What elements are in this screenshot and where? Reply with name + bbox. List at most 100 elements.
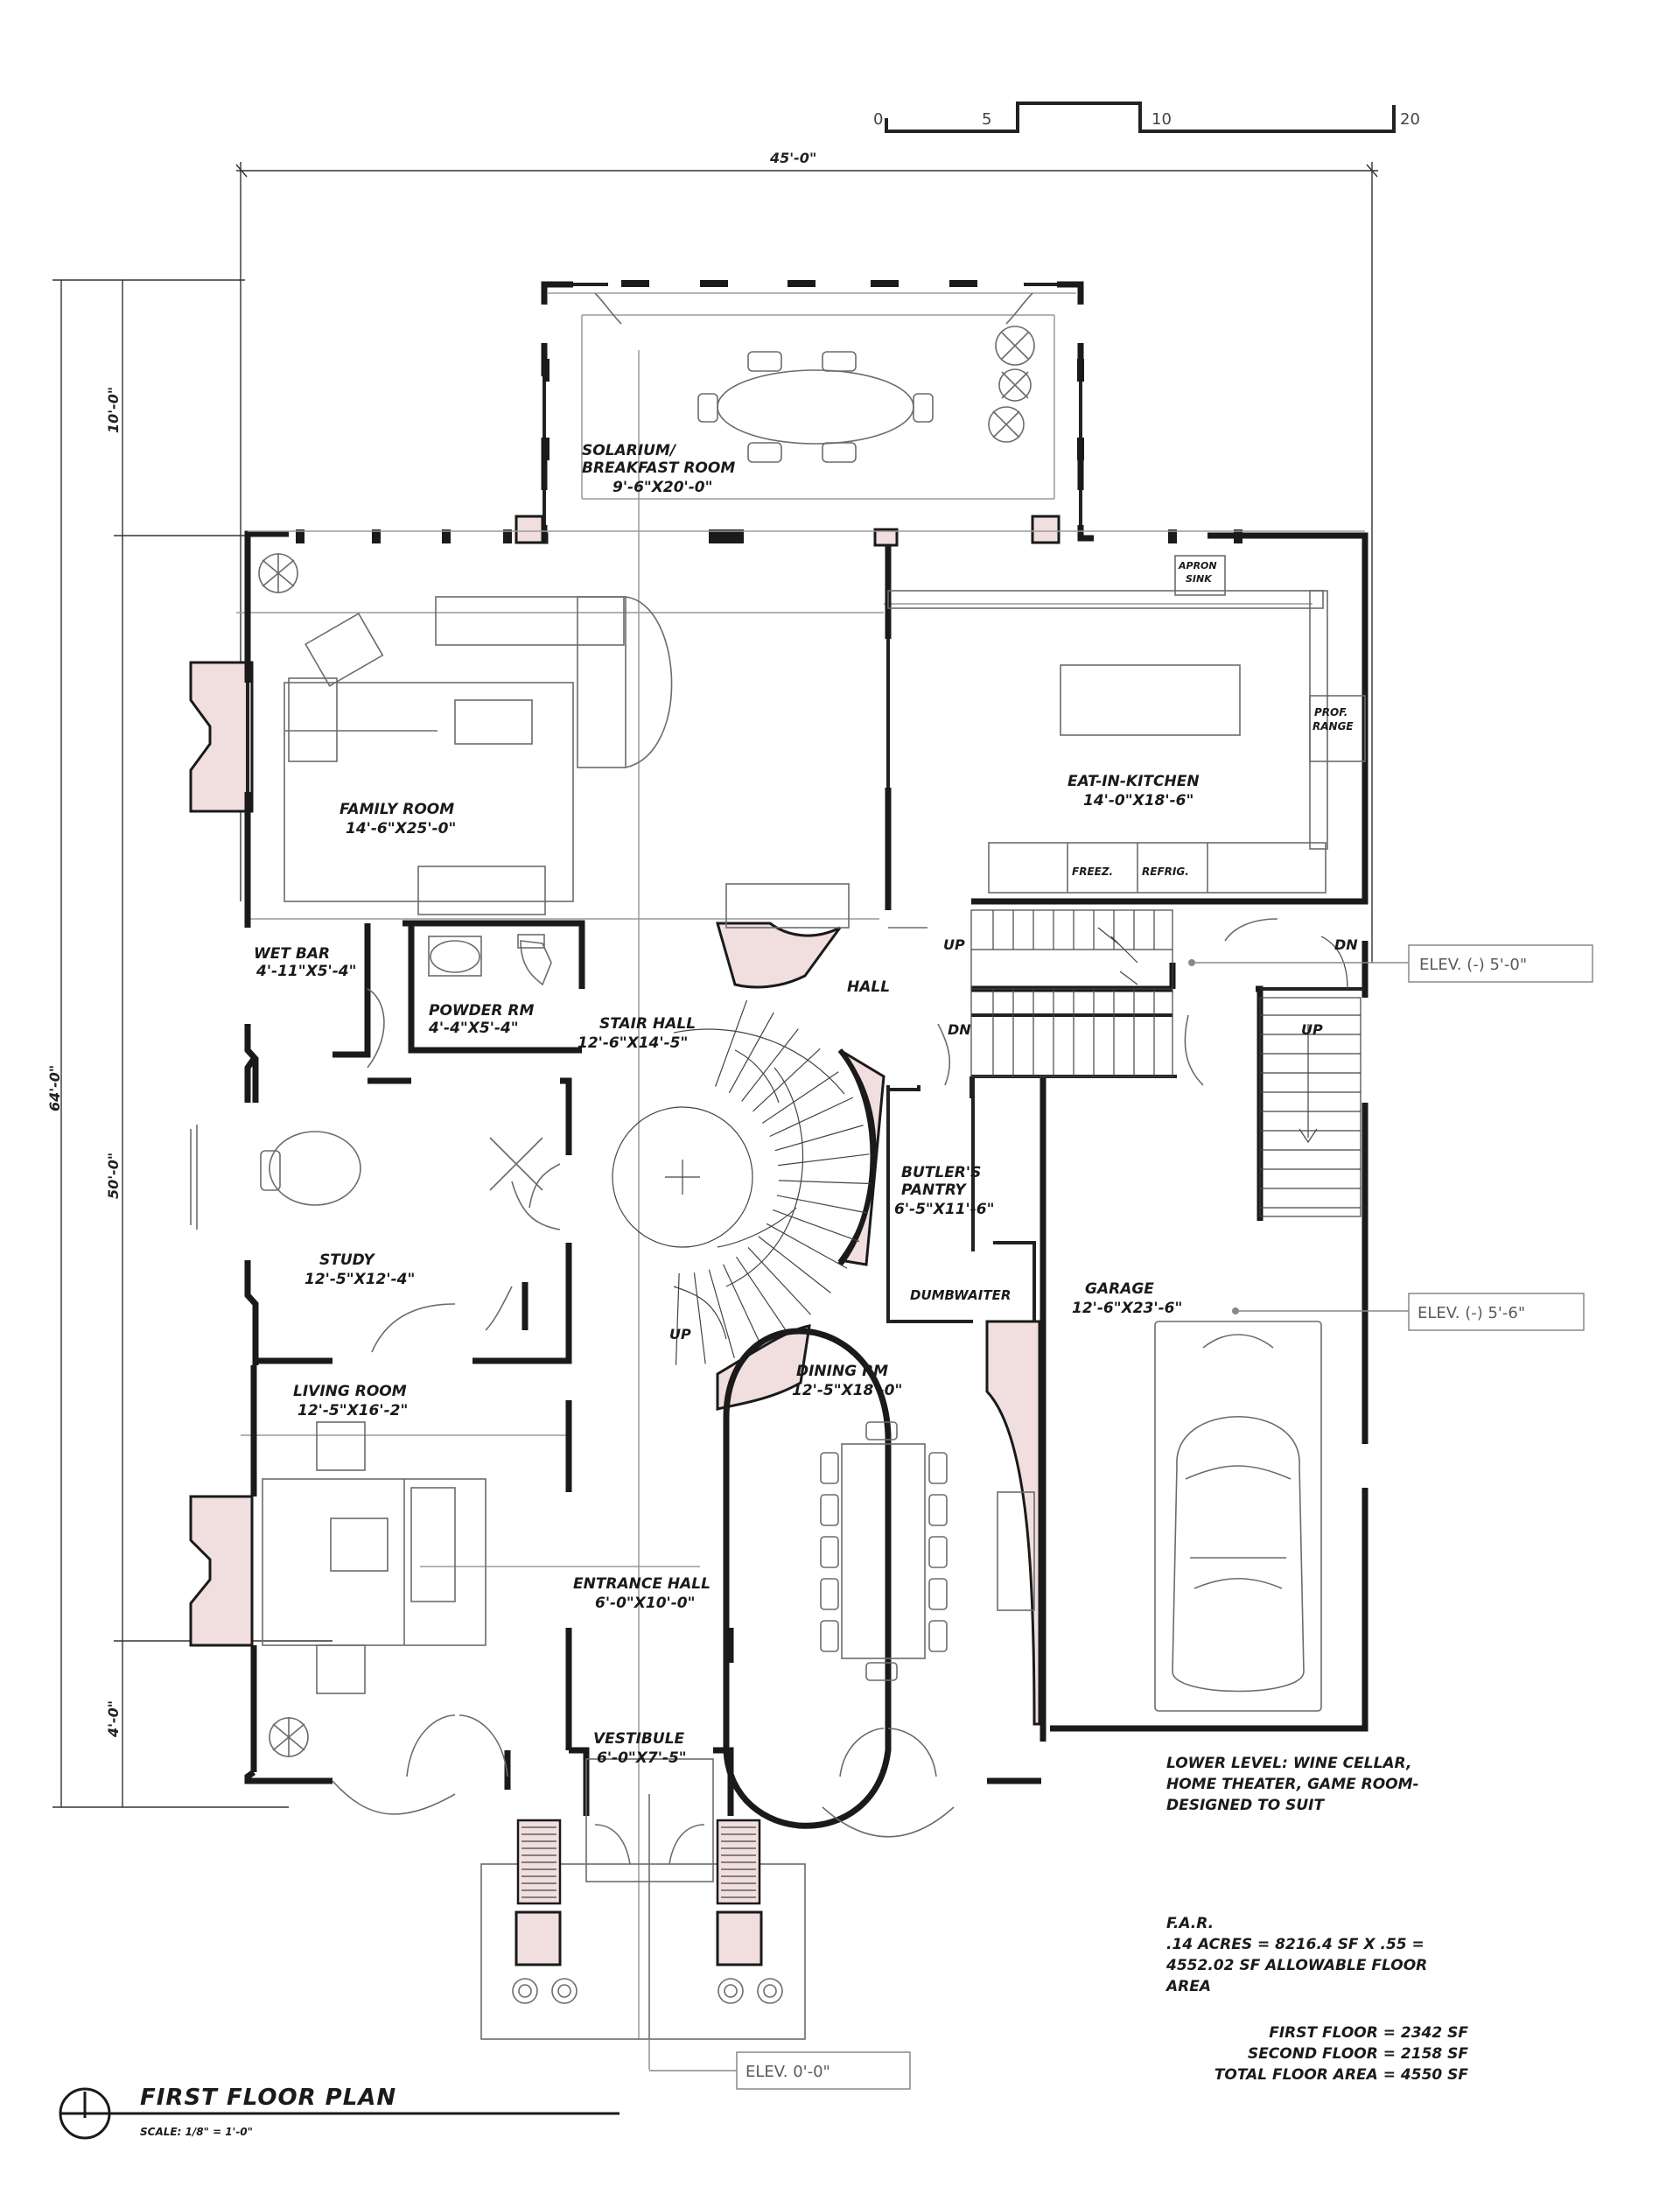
- stair-tread: [736, 1256, 788, 1334]
- kitchen-label: EAT-IN-KITCHEN: [1068, 773, 1200, 790]
- stair-tread: [752, 1048, 821, 1112]
- stair-tread: [708, 1269, 735, 1358]
- notes: LOWER LEVEL: WINE CELLAR, HOME THEATER, …: [1165, 1755, 1468, 2084]
- kitchen-fixtures: [887, 555, 1366, 894]
- refrigerator-label: REFRIG.: [1142, 866, 1189, 878]
- elevation-callouts: ELEV. (-) 5'-0" ELEV. (-) 5'-6" ELEV. 0'…: [648, 944, 1593, 2090]
- stair-tread: [758, 1236, 831, 1293]
- living-room-furniture: [262, 1421, 508, 1815]
- center-lines: [236, 350, 1312, 2039]
- stair-tread: [693, 1272, 706, 1364]
- dim-segment-top: 10'-0": [105, 387, 122, 433]
- title-block: FIRST FLOOR PLAN SCALE: 1/8" = 1'-0": [59, 2085, 620, 2140]
- kitchen-size: 14'-0"X18'-6": [1083, 792, 1194, 810]
- stair-tread: [778, 1180, 871, 1185]
- study-size: 12'-5"X12'-4": [304, 1271, 415, 1288]
- stair-tread: [769, 1097, 854, 1138]
- living-plant: [269, 1717, 309, 1757]
- area-total: TOTAL FLOOR AREA = 4550 SF: [1214, 2066, 1469, 2084]
- wet-bar-label: WET BAR: [254, 945, 330, 963]
- range-label-2: RANGE: [1312, 720, 1354, 732]
- stair-up-label-3: UP: [669, 1326, 691, 1342]
- dining-room-size: 12'-5"X18'-0": [792, 1382, 902, 1399]
- apron-sink-label-2: SINK: [1186, 573, 1213, 585]
- stair-tread: [747, 1247, 812, 1315]
- stair-tread: [761, 1071, 839, 1124]
- entry-stair-treads: [522, 1826, 756, 1898]
- stair-hall-size: 12'-6"X14'-5": [578, 1034, 688, 1052]
- dim-segment-bottom: 4'-0": [105, 1700, 122, 1738]
- scale-tick-20: 20: [1400, 110, 1420, 129]
- stair-tread: [778, 1153, 870, 1167]
- graphic-scale: 0 5 10 20: [873, 102, 1420, 133]
- dining-room-label: DINING RM: [796, 1363, 888, 1380]
- family-room-label: FAMILY ROOM: [340, 801, 454, 818]
- scale-tick-5: 5: [982, 110, 991, 129]
- curved-staircase: [612, 999, 876, 1365]
- dumbwaiter-label: DUMBWAITER: [910, 1287, 1011, 1303]
- garage-stair: [1259, 936, 1362, 1217]
- area-first-floor: FIRST FLOOR = 2342 SF: [1269, 2024, 1468, 2042]
- stair-tread: [722, 1264, 763, 1349]
- elevation-callout-3: ELEV. 0'-0": [746, 2063, 830, 2081]
- stair-down-label-2: DN: [1334, 936, 1358, 953]
- hall-doors: [888, 918, 1278, 1086]
- vestibule-size: 6'-0"X7'-5": [597, 1749, 687, 1767]
- freezer-label: FREEZ.: [1072, 866, 1113, 878]
- butlers-pantry-label-2: PANTRY: [901, 1181, 967, 1199]
- scale-tick-0: 0: [873, 110, 883, 129]
- solarium-label: SOLARIUM/: [582, 442, 677, 459]
- powder-room-label: POWDER RM: [429, 1002, 534, 1020]
- entrance-hall-size: 6'-0"X10'-0": [595, 1595, 695, 1612]
- entrance-details: [480, 1758, 806, 2040]
- scale-note: SCALE: 1/8" = 1'-0": [140, 2126, 253, 2138]
- dim-segment-mid: 50'-0": [105, 1153, 122, 1199]
- study-label: STUDY: [319, 1251, 375, 1269]
- stair-tread: [776, 1195, 868, 1214]
- range-label-1: PROF.: [1314, 706, 1348, 718]
- powder-room-size: 4'-4"X5'-4": [428, 1020, 519, 1037]
- far-note-2: .14 ACRES = 8216.4 SF X .55 =: [1166, 1936, 1424, 1953]
- far-note-1: F.A.R.: [1166, 1915, 1214, 1932]
- powder-room-fixtures: [367, 934, 552, 1069]
- stair-up-label-1: UP: [943, 936, 965, 953]
- masonry-poche: [189, 532, 1041, 1966]
- garage-size: 12'-6"X23'-6": [1072, 1300, 1182, 1317]
- solarium-label-2: BREAKFAST ROOM: [582, 459, 735, 477]
- stair-down-label-1: DN: [948, 1021, 971, 1038]
- vestibule-label: VESTIBULE: [593, 1730, 685, 1748]
- wet-bar-size: 4'-11"X5'-4": [256, 963, 356, 980]
- windows: [248, 280, 1365, 547]
- main-rear-stair: [970, 909, 1173, 1077]
- lower-level-note-1: LOWER LEVEL: WINE CELLAR,: [1166, 1755, 1411, 1772]
- scale-tick-10: 10: [1152, 110, 1172, 129]
- garage-label: GARAGE: [1085, 1280, 1154, 1298]
- walls: [244, 281, 1368, 1816]
- family-plant: [258, 553, 298, 593]
- solarium-plants: [988, 326, 1035, 443]
- elevation-callout-2: ELEV. (-) 5'-6": [1418, 1304, 1525, 1322]
- far-note-3: 4552.02 SF ALLOWABLE FLOOR: [1166, 1957, 1427, 1974]
- solarium-dining-set: [594, 292, 1033, 463]
- apron-sink-label-1: APRON: [1178, 560, 1217, 571]
- family-room-size: 14'-6"X25'-0": [346, 820, 456, 838]
- living-room-size: 12'-5"X16'-2": [298, 1402, 408, 1419]
- family-room-furniture: [284, 596, 850, 929]
- lower-level-note-2: HOME THEATER, GAME ROOM-: [1166, 1776, 1419, 1793]
- hall-label: HALL: [847, 978, 890, 996]
- dining-room: [723, 1328, 1035, 1838]
- study-furniture: [190, 1125, 561, 1353]
- solarium-size: 9'-6"X20'-0": [612, 479, 712, 496]
- room-labels: SOLARIUM/ BREAKFAST ROOM 9'-6"X20'-0" FA…: [254, 442, 1358, 1767]
- stair-tread: [774, 1125, 864, 1152]
- stair-tread: [773, 1209, 860, 1243]
- living-room-label: LIVING ROOM: [293, 1383, 407, 1400]
- lower-level-note-3: DESIGNED TO SUIT: [1166, 1797, 1325, 1814]
- stair-hall-label: STAIR HALL: [599, 1015, 696, 1033]
- area-second-floor: SECOND FLOOR = 2158 SF: [1248, 2045, 1468, 2063]
- butlers-pantry-size: 6'-5"X11'-6": [894, 1201, 994, 1218]
- stair-tread: [741, 1028, 799, 1102]
- entrance-hall-label: ENTRANCE HALL: [573, 1575, 710, 1593]
- dim-overall-depth: 64'-0": [46, 1065, 63, 1111]
